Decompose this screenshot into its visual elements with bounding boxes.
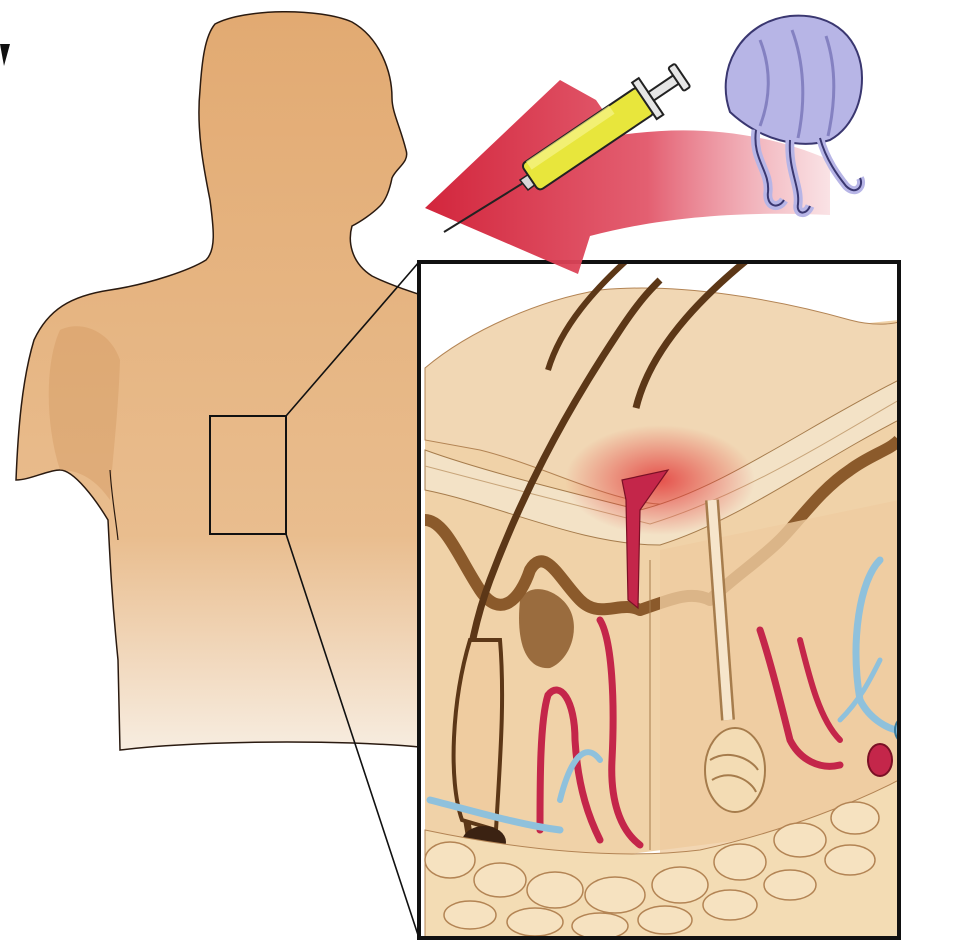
skin-cross-section bbox=[419, 220, 915, 939]
shoulder-shadow bbox=[49, 326, 120, 500]
cropped-letter-mark bbox=[0, 44, 10, 66]
